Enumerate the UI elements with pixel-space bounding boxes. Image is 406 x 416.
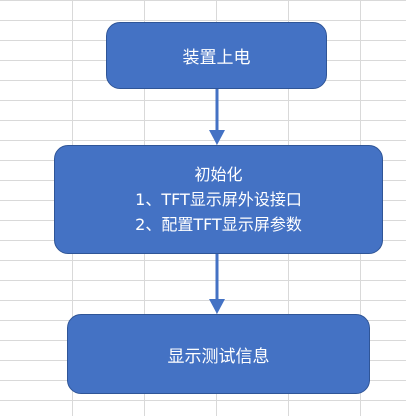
flow-step-show-test-info: 显示测试信息 bbox=[67, 314, 370, 394]
arrow-step1-to-step2 bbox=[209, 89, 225, 145]
step2-line1: 1、TFT显示屏外设接口 bbox=[135, 190, 302, 209]
step2-line2: 2、配置TFT显示屏参数 bbox=[135, 215, 302, 234]
flow-step-initialize: 初始化 1、TFT显示屏外设接口 2、配置TFT显示屏参数 bbox=[54, 145, 383, 254]
step3-label: 显示测试信息 bbox=[167, 346, 270, 367]
arrow-step2-to-step3 bbox=[209, 254, 225, 314]
step1-label: 装置上电 bbox=[182, 48, 251, 68]
flow-step-power-on: 装置上电 bbox=[106, 22, 327, 89]
step2-title: 初始化 bbox=[194, 165, 243, 184]
